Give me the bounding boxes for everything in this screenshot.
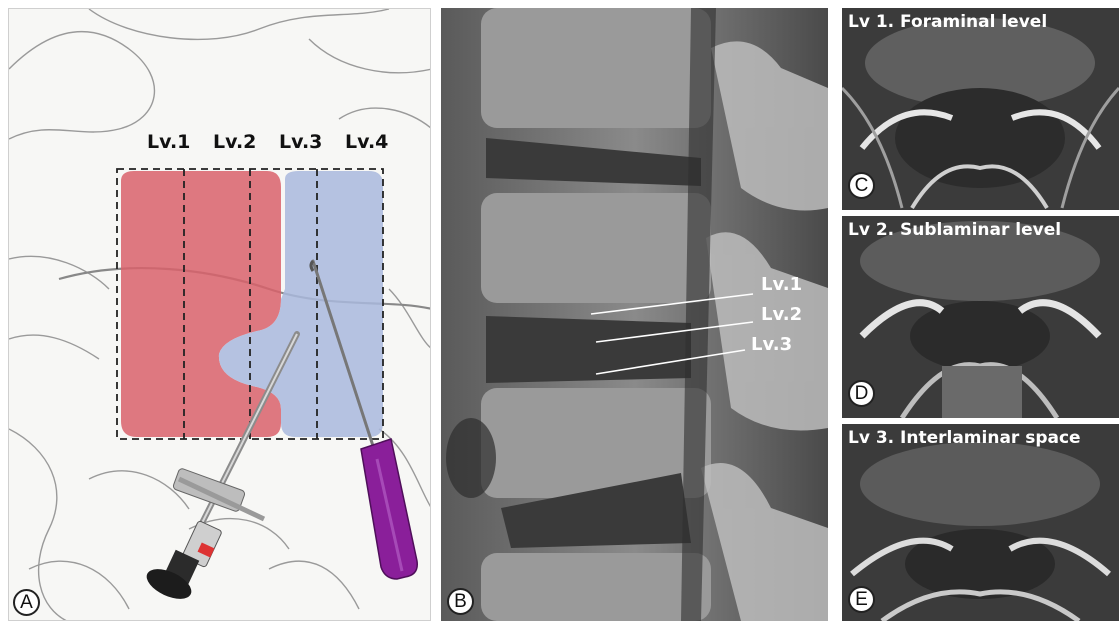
- panel-a-drawing: [9, 9, 431, 621]
- panel-e-axial-mri: Lv 3. Interlaminar space E: [842, 424, 1119, 621]
- panel-letter-d: D: [848, 380, 875, 407]
- panel-b-sagittal-mri: Lv.1 Lv.2 Lv.3 B: [441, 8, 828, 621]
- panel-letter-c: C: [848, 172, 875, 199]
- level-label-2: Lv.2: [213, 131, 256, 153]
- axial-title-c: Lv 1. Foraminal level: [848, 12, 1047, 32]
- panel-a-illustration: Lv.1 Lv.2 Lv.3 Lv.4 A: [8, 8, 431, 621]
- axial-mri-image-d: [842, 216, 1119, 418]
- axial-title-d: Lv 2. Sublaminar level: [848, 220, 1061, 240]
- level-label-4: Lv.4: [345, 131, 388, 153]
- axial-mri-image-e: [842, 424, 1119, 621]
- mri-level-label-3: Lv.3: [751, 334, 792, 355]
- mri-level-label-2: Lv.2: [761, 304, 802, 325]
- panel-letter-b: B: [447, 588, 474, 615]
- level-label-1: Lv.1: [147, 131, 190, 153]
- panel-letter-a: A: [13, 589, 40, 616]
- axial-mri-image-c: [842, 8, 1119, 210]
- panel-letter-e: E: [848, 586, 875, 613]
- red-zone: [121, 171, 281, 437]
- mri-level-label-1: Lv.1: [761, 274, 802, 295]
- panel-c-axial-mri: Lv 1. Foraminal level C: [842, 8, 1119, 210]
- axial-title-e: Lv 3. Interlaminar space: [848, 428, 1081, 448]
- panel-d-axial-mri: Lv 2. Sublaminar level D: [842, 216, 1119, 418]
- level-label-3: Lv.3: [279, 131, 322, 153]
